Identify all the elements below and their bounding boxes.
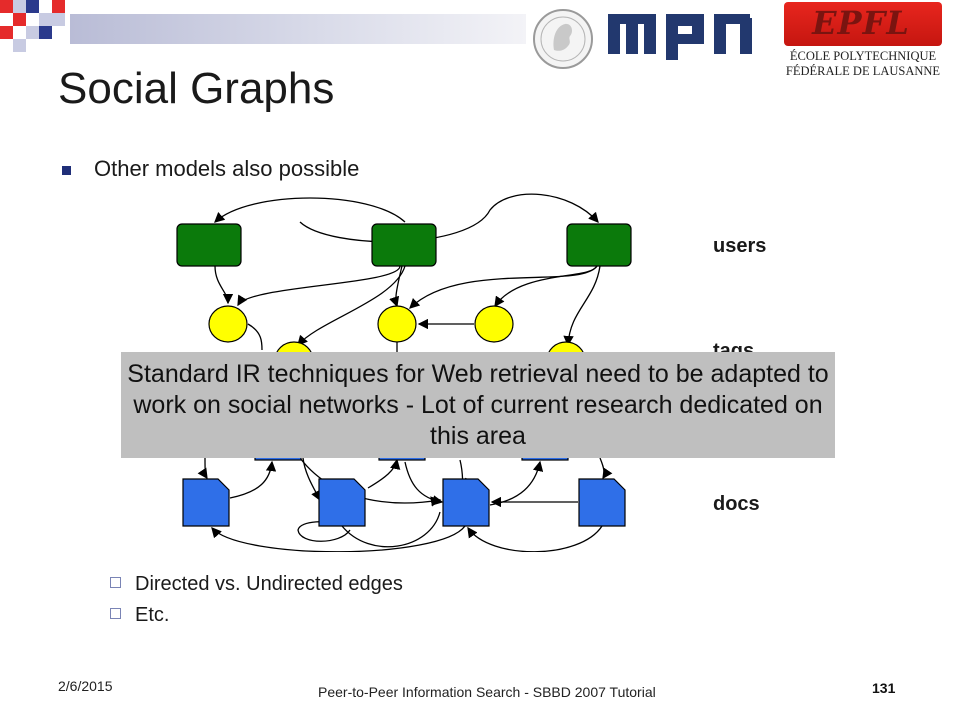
epfl-line-2: FÉDÉRALE DE LAUSANNE: [785, 64, 941, 78]
edge: [341, 511, 441, 548]
edge: [214, 197, 406, 223]
seal-icon: [533, 9, 593, 69]
footer-date: 2/6/2015: [58, 678, 113, 694]
callout-box: Standard IR techniques for Web retrieval…: [121, 352, 835, 458]
edge: [299, 193, 599, 243]
callout-text: Standard IR techniques for Web retrieval…: [127, 359, 829, 450]
epfl-line-1: ÉCOLE POLYTECHNIQUE: [789, 49, 937, 63]
checker-decoration: [0, 0, 65, 52]
mpi-logo: mpii: [608, 14, 752, 60]
footer-title: Peer-to-Peer Information Search - SBBD 2…: [318, 684, 656, 700]
doc-node: [182, 478, 230, 527]
edge: [389, 265, 403, 308]
edge: [409, 265, 598, 309]
edge: [489, 460, 544, 506]
header-gradient-bar: [70, 14, 526, 44]
checkbox-bullet-icon: [110, 577, 121, 588]
edge: [237, 265, 401, 307]
sub-bullet-text: Directed vs. Undirected edges: [135, 573, 403, 595]
tag-node: [474, 305, 514, 343]
slide-title: Social Graphs: [58, 64, 335, 113]
edge: [297, 265, 406, 346]
sub-bullet-text: Etc.: [135, 604, 170, 626]
edge: [367, 458, 401, 489]
edge: [299, 457, 442, 507]
checkbox-bullet-icon: [110, 608, 121, 619]
edge: [467, 525, 603, 552]
edge: [404, 461, 444, 506]
page-number: 131: [872, 680, 896, 696]
doc-node: [578, 478, 626, 527]
edge: [247, 323, 263, 351]
sub-bullet-1: Directed vs. Undirected edges: [110, 573, 403, 596]
sub-bullet-2: Etc.: [110, 604, 169, 627]
edge: [214, 265, 234, 305]
edge: [494, 265, 598, 308]
doc-node: [442, 478, 490, 527]
edge: [211, 525, 466, 552]
doc-node: [318, 478, 366, 527]
bullet-marker: [62, 166, 71, 175]
tag-node: [377, 305, 417, 343]
label-docs: docs: [713, 493, 760, 515]
epfl-logo-box: [784, 2, 942, 46]
edge: [197, 457, 208, 480]
user-node: [176, 223, 242, 267]
user-node: [371, 223, 437, 267]
label-users: users: [713, 235, 767, 257]
epfl-logo: EPFL ÉCOLE POLYTECHNIQUE FÉDÉRALE DE LAU…: [782, 2, 944, 80]
edge: [563, 265, 601, 347]
edge: [599, 457, 613, 480]
epfl-logo-mark: EPFL: [812, 4, 910, 42]
user-node: [566, 223, 632, 267]
bullet-text: Other models also possible: [94, 156, 360, 181]
edge: [229, 460, 277, 499]
tag-node: [208, 305, 248, 343]
